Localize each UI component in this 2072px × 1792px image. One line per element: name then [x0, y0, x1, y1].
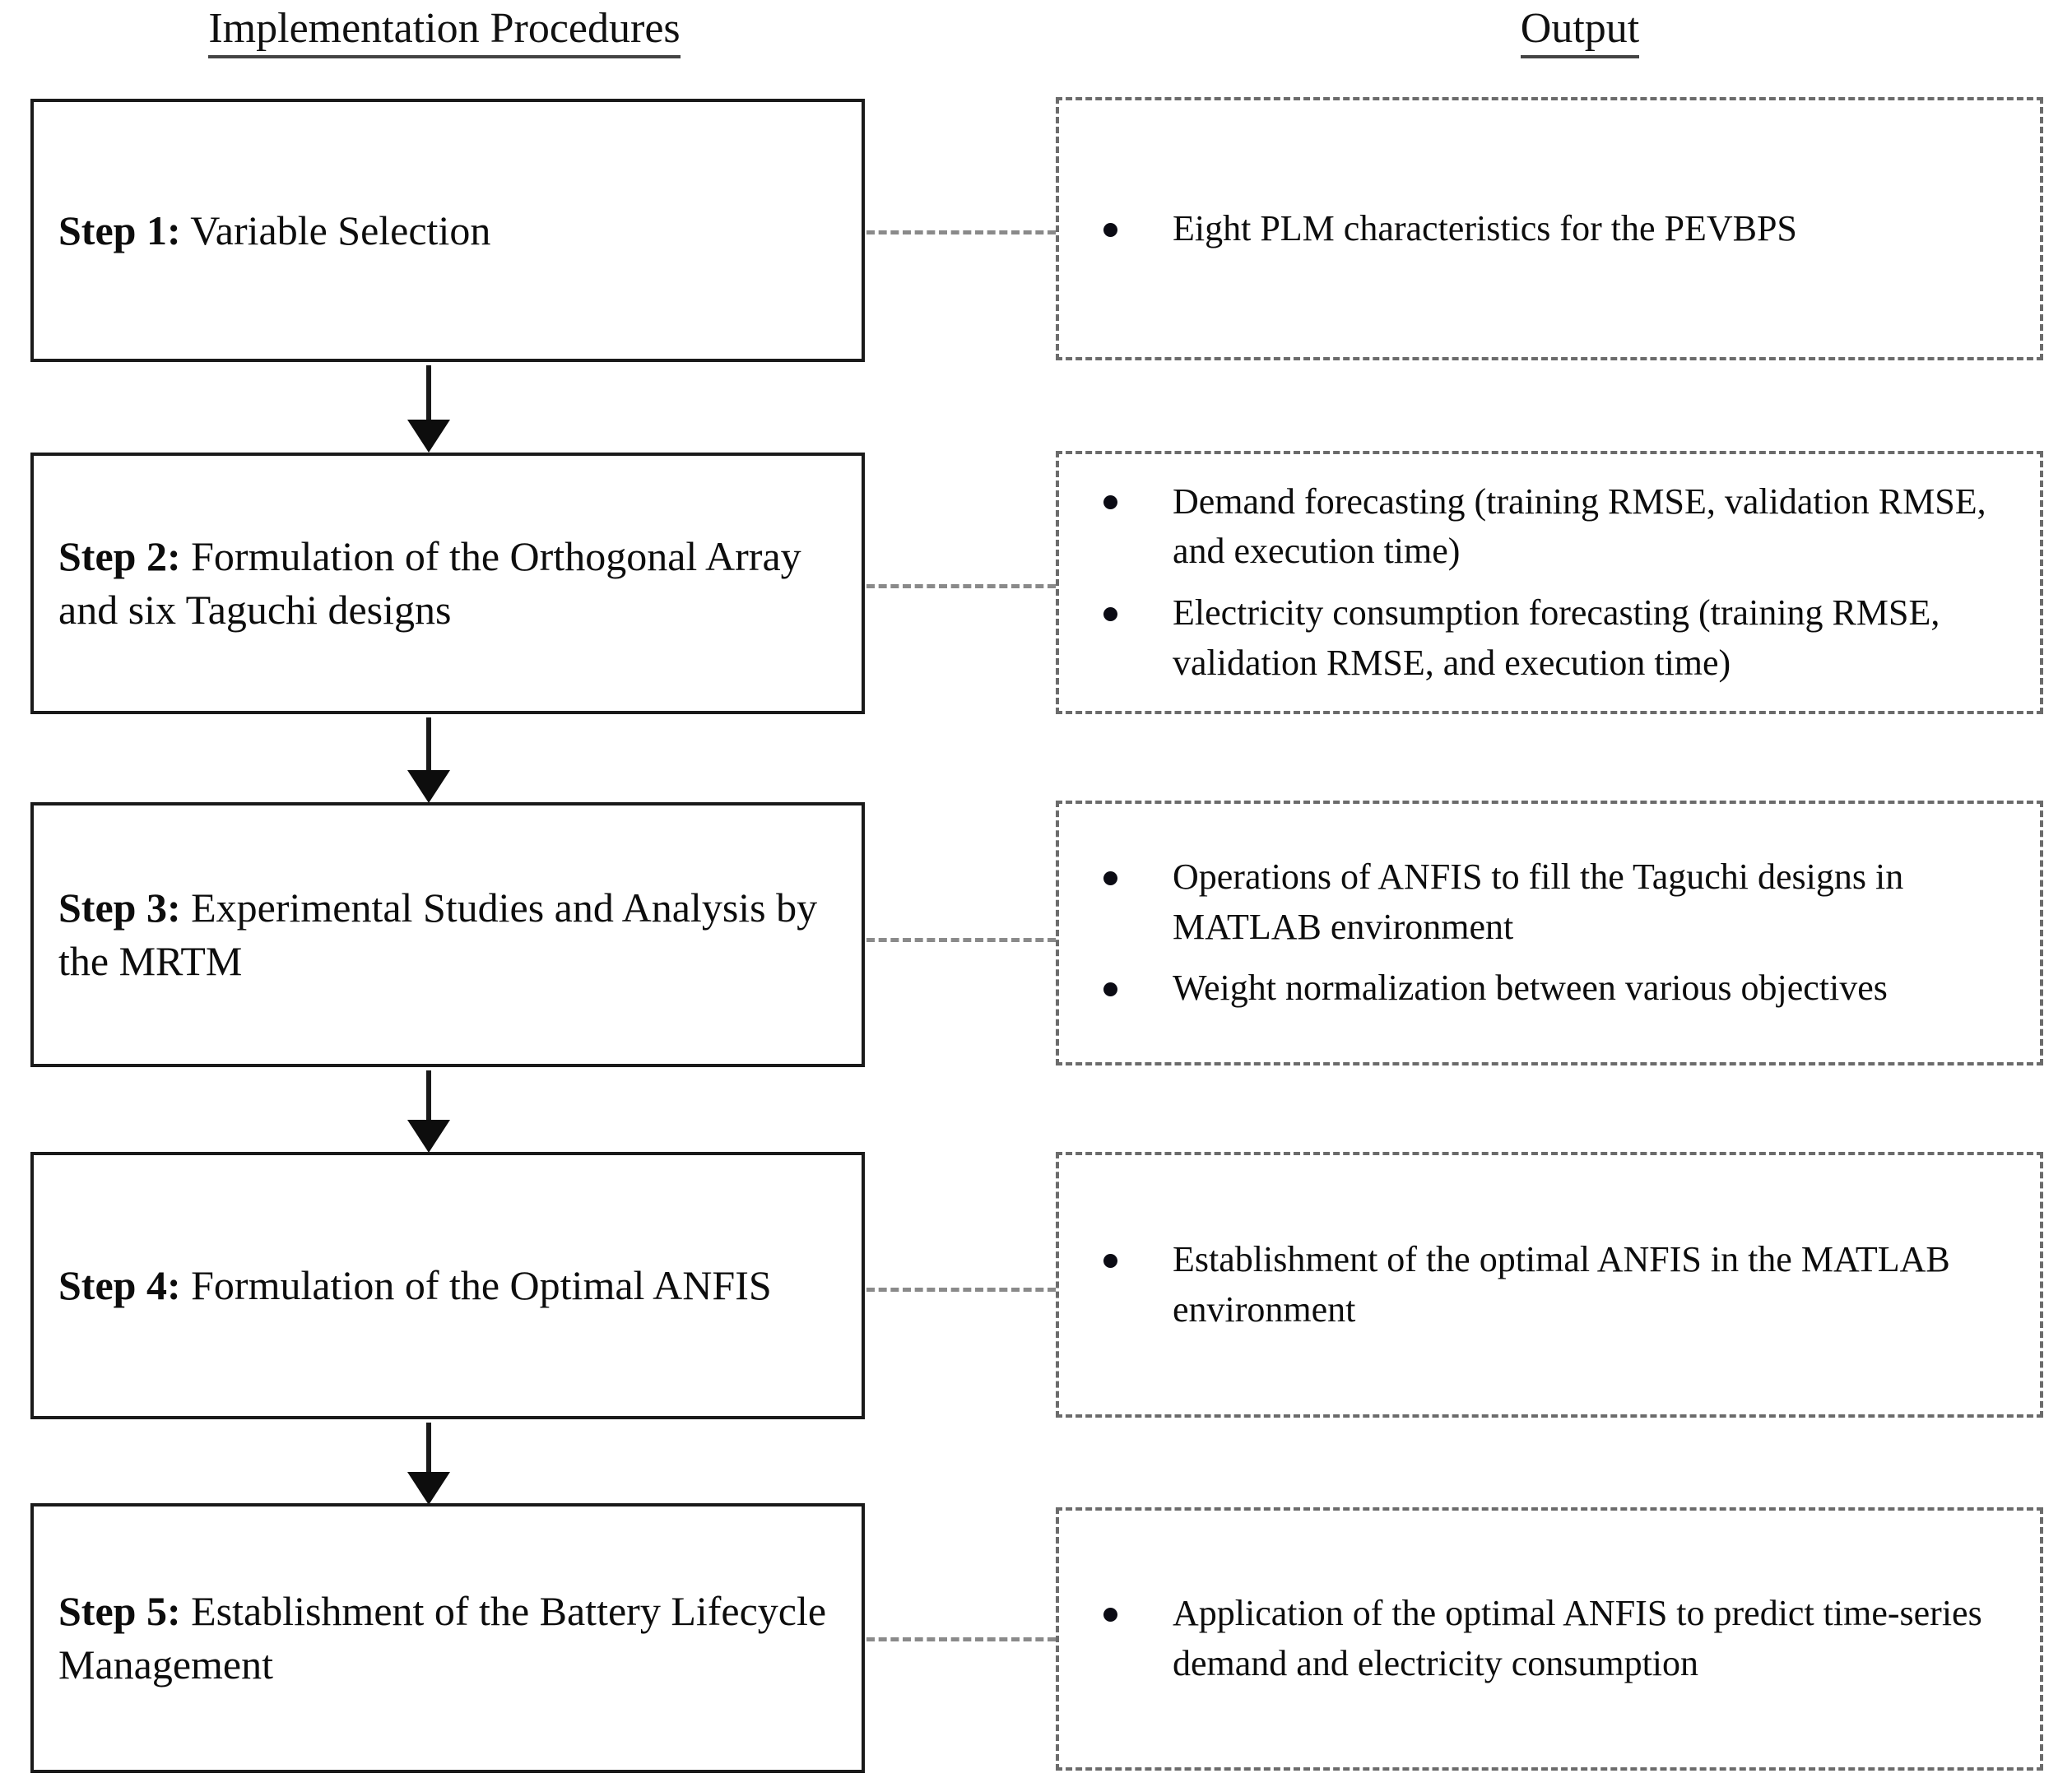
step-box-5[interactable]: Step 5: Establishment of the Battery Lif…: [30, 1503, 865, 1773]
arrow-head-icon: [407, 420, 450, 453]
output-2-item-2: Electricity consumption forecasting (tra…: [1173, 592, 1940, 683]
bullet-dot-icon: [1103, 982, 1117, 997]
step-3-text: Step 3: Experimental Studies and Analysi…: [34, 881, 862, 988]
list-item: Establishment of the optimal ANFIS in th…: [1080, 1235, 2015, 1335]
list-item: Eight PLM characteristics for the PEVBPS: [1080, 204, 2015, 254]
bullet-dot-icon: [1103, 606, 1117, 621]
output-box-5[interactable]: Application of the optimal ANFIS to pred…: [1056, 1507, 2043, 1771]
bullet-dot-icon: [1103, 1253, 1117, 1268]
output-box-1[interactable]: Eight PLM characteristics for the PEVBPS: [1056, 97, 2043, 360]
flow-arrow-3-to-4: [407, 1070, 450, 1153]
output-5-list: Application of the optimal ANFIS to pred…: [1059, 1589, 2040, 1688]
output-box-4[interactable]: Establishment of the optimal ANFIS in th…: [1056, 1152, 2043, 1418]
bullet-dot-icon: [1103, 1608, 1117, 1623]
step-4-text: Step 4: Formulation of the Optimal ANFIS: [34, 1259, 793, 1312]
list-item: Electricity consumption forecasting (tra…: [1080, 588, 2015, 688]
step-4-label: Step 4:: [58, 1262, 181, 1308]
bullet-dot-icon: [1103, 870, 1117, 885]
step-3-label: Step 3:: [58, 884, 181, 931]
list-item: Application of the optimal ANFIS to pred…: [1080, 1589, 2015, 1688]
output-3-item-2: Weight normalization between various obj…: [1173, 968, 1888, 1009]
step-1-text: Step 1: Variable Selection: [34, 204, 512, 258]
output-1-item-1: Eight PLM characteristics for the PEVBPS: [1173, 207, 1797, 248]
connector-step-3: [866, 938, 1056, 942]
output-4-list: Establishment of the optimal ANFIS in th…: [1059, 1235, 2040, 1335]
step-box-3[interactable]: Step 3: Experimental Studies and Analysi…: [30, 802, 865, 1067]
connector-step-5: [866, 1637, 1056, 1641]
step-box-2[interactable]: Step 2: Formulation of the Orthogonal Ar…: [30, 453, 865, 714]
arrow-shaft: [426, 717, 431, 773]
column-header-output: Output: [1317, 6, 1843, 58]
output-box-2[interactable]: Demand forecasting (training RMSE, valid…: [1056, 451, 2043, 714]
bullet-dot-icon: [1103, 495, 1117, 510]
step-4-title: Formulation of the Optimal ANFIS: [180, 1262, 772, 1308]
output-1-list: Eight PLM characteristics for the PEVBPS: [1059, 204, 2040, 254]
step-box-4[interactable]: Step 4: Formulation of the Optimal ANFIS: [30, 1152, 865, 1419]
list-item: Operations of ANFIS to fill the Taguchi …: [1080, 852, 2015, 952]
step-5-text: Step 5: Establishment of the Battery Lif…: [34, 1585, 862, 1692]
column-header-implementation-procedures: Implementation Procedures: [74, 6, 815, 58]
output-3-list: Operations of ANFIS to fill the Taguchi …: [1059, 852, 2040, 1014]
output-2-list: Demand forecasting (training RMSE, valid…: [1059, 477, 2040, 689]
step-2-label: Step 2:: [58, 533, 181, 579]
arrow-shaft: [426, 1070, 431, 1123]
column-header-left-text: Implementation Procedures: [208, 6, 681, 58]
step-2-text: Step 2: Formulation of the Orthogonal Ar…: [34, 530, 862, 637]
output-4-item-1: Establishment of the optimal ANFIS in th…: [1173, 1238, 1950, 1330]
connector-step-2: [866, 584, 1056, 588]
connector-step-1: [866, 230, 1056, 234]
step-1-title: Variable Selection: [180, 207, 491, 253]
step-2-title: Formulation of the Orthogonal Array and …: [58, 533, 801, 633]
connector-step-4: [866, 1288, 1056, 1292]
flow-arrow-2-to-3: [407, 717, 450, 803]
arrow-head-icon: [407, 770, 450, 803]
output-5-item-1: Application of the optimal ANFIS to pred…: [1173, 1593, 1982, 1683]
column-header-right-text: Output: [1520, 6, 1640, 58]
arrow-head-icon: [407, 1472, 450, 1505]
arrow-shaft: [426, 1423, 431, 1475]
bullet-dot-icon: [1103, 222, 1117, 237]
step-3-title: Experimental Studies and Analysis by the…: [58, 884, 818, 984]
output-2-item-1: Demand forecasting (training RMSE, valid…: [1173, 480, 1986, 572]
output-3-item-1: Operations of ANFIS to fill the Taguchi …: [1173, 856, 1904, 947]
output-box-3[interactable]: Operations of ANFIS to fill the Taguchi …: [1056, 801, 2043, 1065]
flow-arrow-1-to-2: [407, 365, 450, 453]
list-item: Demand forecasting (training RMSE, valid…: [1080, 477, 2015, 577]
step-1-label: Step 1:: [58, 207, 181, 253]
arrow-shaft: [426, 365, 431, 423]
flow-arrow-4-to-5: [407, 1423, 450, 1505]
step-box-1[interactable]: Step 1: Variable Selection: [30, 99, 865, 362]
list-item: Weight normalization between various obj…: [1080, 963, 2015, 1014]
step-5-label: Step 5:: [58, 1588, 181, 1634]
arrow-head-icon: [407, 1120, 450, 1153]
step-5-title: Establishment of the Battery Lifecycle M…: [58, 1588, 827, 1688]
